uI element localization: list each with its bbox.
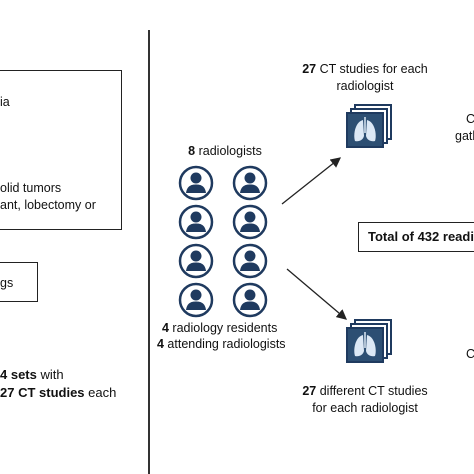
person-icon (232, 204, 268, 240)
residents-word: radiology residents (168, 321, 278, 335)
top-ct-label: 27 CT studies for each radiologist (300, 61, 430, 95)
right-edge-top-1: C (466, 112, 474, 126)
top-ct-text: CT studies for each (316, 62, 428, 76)
arrow-icon (286, 268, 347, 320)
sets-each: each (84, 385, 117, 400)
small-box-text: gs (0, 276, 14, 290)
person-icon (178, 282, 214, 318)
radiologists-count: 8 (188, 144, 196, 158)
person-icon (178, 165, 214, 201)
person-icon (178, 243, 214, 279)
ct-lung-scan-icon (343, 103, 397, 153)
person-icon (232, 243, 268, 279)
sets-studies: 27 CT studies (0, 385, 85, 400)
total-text: Total of 432 readir (368, 229, 474, 244)
top-ct-line2: radiologist (336, 79, 394, 93)
total-box (358, 222, 474, 252)
bottom-ct-count: 27 (302, 384, 317, 398)
bottom-ct-line2: for each radiologist (312, 401, 418, 415)
right-edge-bottom-1: C (466, 347, 474, 361)
bottom-ct-label: 27 different CT studies for each radiolo… (295, 383, 435, 417)
sets-line-2: 27 CT studies each (0, 384, 116, 401)
sets-suffix: with (36, 367, 64, 382)
arrow-icon (281, 157, 342, 205)
attending-label: 4 attending radiologists (157, 336, 286, 353)
sets-line-1: 4 sets with (0, 366, 64, 383)
top-ct-count: 27 (302, 62, 317, 76)
ct-lung-scan-icon (343, 318, 397, 368)
panel-divider (148, 30, 150, 474)
criteria-line-3: ant, lobectomy or (0, 198, 96, 212)
attending-word: attending radiologists (163, 337, 286, 351)
criteria-line-1: ia (0, 95, 10, 109)
criteria-line-2: olid tumors (0, 181, 62, 195)
attending-count: 4 (157, 337, 164, 351)
person-icon (232, 165, 268, 201)
criteria-box (0, 70, 122, 230)
right-edge-top-2: gath (455, 129, 474, 143)
person-icon (178, 204, 214, 240)
small-box (0, 262, 38, 302)
sets-count: 4 sets (0, 367, 37, 382)
residents-count: 4 (162, 321, 169, 335)
radiologists-word: radiologists (195, 144, 262, 158)
person-icon (232, 282, 268, 318)
bottom-ct-text: different CT studies (316, 384, 428, 398)
residents-label: 4 radiology residents (162, 320, 277, 337)
radiologists-label: 8 radiologists (170, 143, 280, 160)
